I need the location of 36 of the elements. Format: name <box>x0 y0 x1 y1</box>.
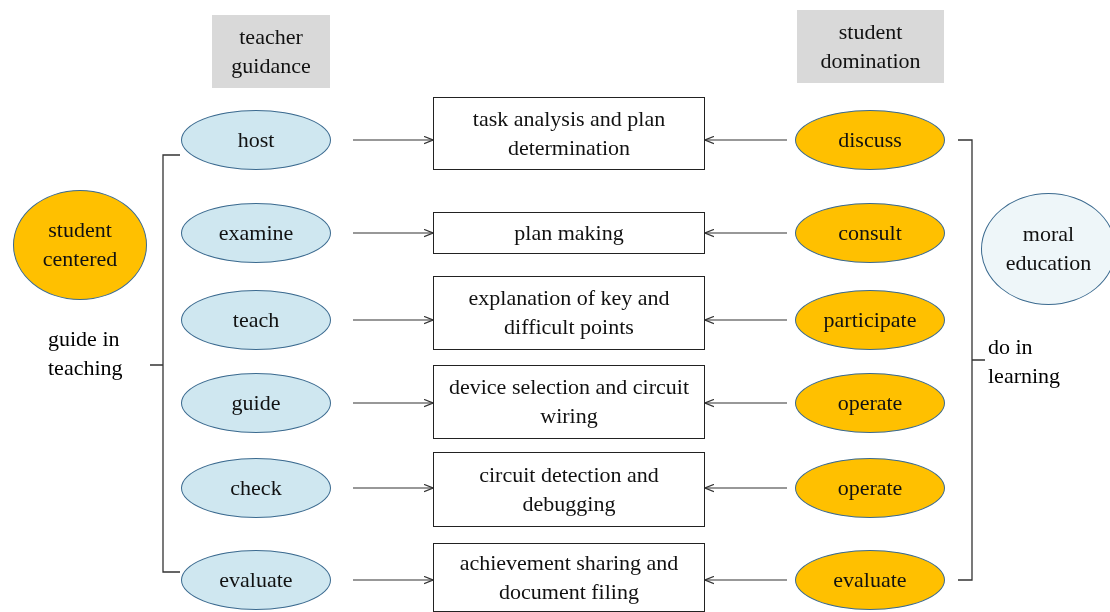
activity-ellipse: operate <box>795 373 945 433</box>
arrow <box>352 135 434 145</box>
activity-ellipse: guide <box>181 373 331 433</box>
header-panel: student domination <box>797 10 944 83</box>
step-box: explanation of key and difficult points <box>433 276 705 350</box>
activity-ellipse: evaluate <box>181 550 331 610</box>
concept-ellipse: moral education <box>981 193 1110 305</box>
arrow <box>704 575 788 585</box>
activity-ellipse: participate <box>795 290 945 350</box>
activity-ellipse: discuss <box>795 110 945 170</box>
activity-ellipse: consult <box>795 203 945 263</box>
activity-ellipse: examine <box>181 203 331 263</box>
arrow <box>352 483 434 493</box>
activity-ellipse: operate <box>795 458 945 518</box>
step-box: task analysis and plan determination <box>433 97 705 170</box>
activity-ellipse: teach <box>181 290 331 350</box>
header-panel: teacher guidance <box>212 15 330 88</box>
bracket-label: guide in teaching <box>48 325 124 382</box>
arrow <box>704 315 788 325</box>
step-box: plan making <box>433 212 705 254</box>
arrow <box>352 228 434 238</box>
step-box: device selection and circuit wiring <box>433 365 705 439</box>
activity-ellipse: host <box>181 110 331 170</box>
step-box: circuit detection and debugging <box>433 452 705 527</box>
arrow <box>704 398 788 408</box>
arrow <box>704 135 788 145</box>
arrow <box>704 228 788 238</box>
bracket-label: do in learning <box>988 333 1062 390</box>
activity-ellipse: evaluate <box>795 550 945 610</box>
arrow <box>352 315 434 325</box>
concept-ellipse: student centered <box>13 190 147 300</box>
step-box: achievement sharing and document filing <box>433 543 705 612</box>
arrow <box>704 483 788 493</box>
arrow <box>352 398 434 408</box>
activity-ellipse: check <box>181 458 331 518</box>
arrow <box>352 575 434 585</box>
